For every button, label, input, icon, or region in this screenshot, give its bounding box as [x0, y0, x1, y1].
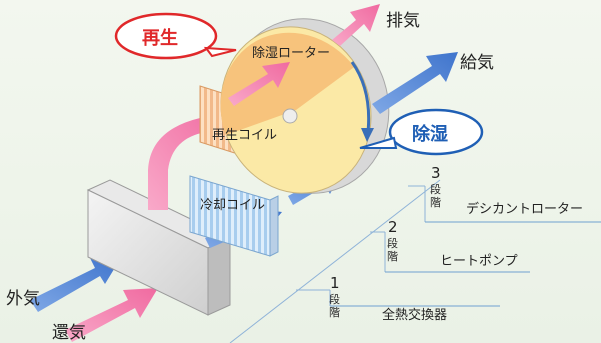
stage3-kanji-2: 階	[430, 196, 441, 209]
return-air-arrow	[65, 288, 158, 342]
stage1-kanji-2: 階	[329, 306, 340, 319]
regeneration-callout-shape	[114, 12, 237, 60]
rotor-label: 除湿ローター	[252, 46, 331, 61]
stage-guide-lines	[229, 179, 601, 343]
return-air-label: 還気	[52, 323, 86, 343]
stage3-kanji-1: 段	[430, 183, 441, 196]
cooling-coil	[189, 175, 279, 257]
pink-to-rotor-arrow	[228, 62, 290, 106]
stage1-name: 全熱交換器	[382, 308, 448, 323]
supply-arrow	[372, 52, 458, 114]
stage2-name: ヒートポンプ	[440, 254, 518, 269]
regeneration-callout: 再生	[142, 28, 178, 49]
dehumidification-callout: 除湿	[412, 124, 448, 145]
stage2-kanji-2: 階	[387, 250, 398, 263]
supply-label: 給気	[460, 53, 494, 73]
outside-air-label: 外気	[6, 289, 40, 309]
regen-coil-label: 再生コイル	[212, 128, 278, 143]
cooling-coil-label: 冷却コイル	[200, 198, 266, 213]
exhaust-label: 排気	[386, 11, 420, 31]
dehumidification-callout-shape	[359, 108, 484, 156]
exhaust-arrow	[332, 4, 380, 46]
stage2-number: 2	[388, 218, 398, 236]
stage3-name: デシカントローター	[466, 202, 584, 217]
stage2-kanji-1: 段	[387, 237, 398, 250]
desiccant-rotor	[220, 18, 390, 194]
stage1-kanji-1: 段	[329, 293, 340, 306]
stage1-number: 1	[330, 274, 340, 292]
stage3-number: 3	[431, 164, 441, 182]
outside-air-arrow	[30, 256, 122, 312]
